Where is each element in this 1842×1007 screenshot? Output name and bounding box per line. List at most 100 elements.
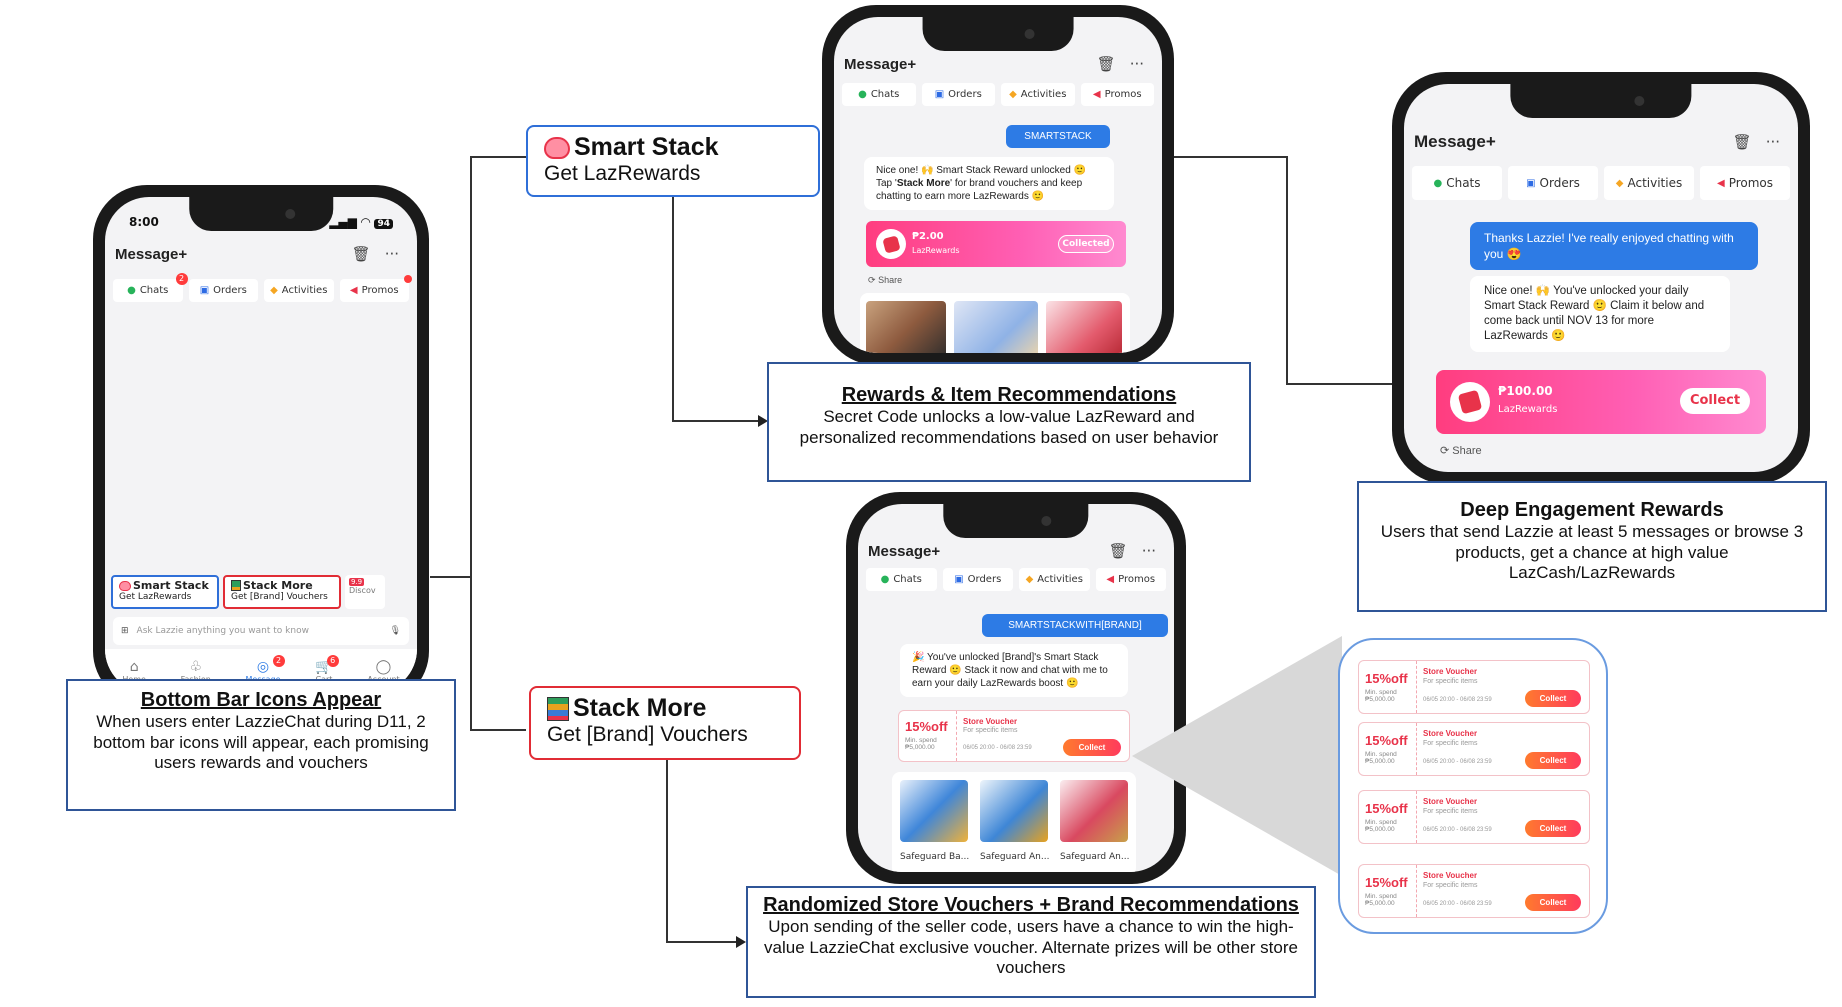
voucher-collect-button[interactable]: Collect [1525, 820, 1581, 837]
lazreward-card: ₱100.00 LazRewards Collect [1436, 370, 1766, 434]
tab-orders[interactable]: ▣Orders [921, 83, 995, 106]
voucher-discount: 15%off [1365, 671, 1408, 686]
connector-from-phone1 [430, 576, 472, 578]
collect-button[interactable]: Collect [1680, 388, 1750, 414]
tab-orders[interactable]: ▣Orders [942, 568, 1013, 591]
bot-message: Nice one! 🙌 You've unlocked your daily S… [1470, 276, 1730, 352]
phone4-header: Message+ 🗑··· [858, 542, 1174, 560]
account-icon: ◯ [375, 658, 392, 675]
lazreward-icon [1450, 382, 1490, 422]
tab-chats[interactable]: ●Chats [1412, 166, 1502, 200]
share-icon: ⟳ [868, 275, 876, 285]
app-title: Message+ [844, 55, 917, 73]
share-icon: ⟳ [1440, 445, 1450, 457]
tab-orders[interactable]: ▣Orders [188, 279, 258, 302]
tab-orders[interactable]: ▣Orders [1508, 166, 1598, 200]
tab-promos[interactable]: ◀Promos [339, 275, 412, 302]
user-message: SMARTSTACK [1006, 125, 1110, 148]
product-name[interactable]: Safeguard An... [1060, 852, 1130, 862]
orders-icon: ▣ [1526, 177, 1536, 189]
connector-to-smartstack [470, 156, 526, 158]
trash-icon[interactable]: 🗑 [1096, 55, 1116, 73]
stack-more-chip[interactable]: Stack More Get [Brand] Vouchers [223, 575, 341, 609]
tab-promos[interactable]: ◀Promos [1095, 568, 1166, 591]
share-link[interactable]: ⟳ Share [1440, 445, 1482, 457]
voucher-title: Store Voucher [963, 717, 1018, 726]
bell-icon: ◆ [1025, 574, 1034, 585]
books-icon [231, 580, 241, 591]
grid-icon[interactable]: ⊞ [121, 626, 129, 636]
megaphone-icon: ◀ [1106, 574, 1115, 585]
connector-to-stackmore [470, 729, 526, 731]
product-recommendations [860, 293, 1130, 353]
orders-icon: ▣ [199, 285, 210, 296]
product-image[interactable] [900, 780, 968, 842]
smart-stack-chip[interactable]: Smart Stack Get LazRewards [111, 575, 219, 609]
phone1-notch [189, 197, 333, 231]
callout-bottom-bar: Bottom Bar Icons Appear When users enter… [66, 679, 456, 811]
phone2-tabs: ●Chats ▣Orders ◆Activities ◀Promos [842, 83, 1154, 106]
voucher-subtitle: For specific items [1423, 740, 1478, 747]
phone3-notch [1510, 84, 1692, 118]
product-name[interactable]: Safeguard An... [980, 852, 1050, 862]
collected-button[interactable]: Collected [1058, 235, 1114, 253]
connector-smartstack-down [672, 195, 674, 421]
product-image[interactable] [866, 301, 946, 353]
chat-input[interactable]: ⊞ Ask Lazzie anything you want to know 🎙 [113, 617, 409, 645]
voucher-date: 06/05 20:00 - 06/08 23:59 [1423, 901, 1492, 907]
product-image[interactable] [1060, 780, 1128, 842]
tab-activities[interactable]: ◆Activities [1001, 83, 1075, 106]
bot-message: 🎉 You've unlocked [Brand]'s Smart Stack … [900, 644, 1128, 697]
phone3-screen: Message+ 🗑··· ●Chats ▣Orders ◆Activities… [1404, 84, 1798, 472]
product-name[interactable]: Safeguard Ba... [900, 852, 970, 862]
message-icon: ◎ [256, 658, 270, 675]
trash-icon[interactable]: 🗑 [1108, 542, 1128, 560]
discover-chip[interactable]: 9.9 Discov [345, 575, 385, 609]
bell-icon: ◆ [270, 285, 278, 296]
phone3-header: Message+ 🗑··· [1404, 132, 1798, 152]
user-message: Thanks Lazzie! I've really enjoyed chatt… [1470, 222, 1758, 271]
more-icon[interactable]: ··· [1141, 542, 1156, 560]
reward-label: LazRewards [912, 246, 960, 255]
voucher-date: 06/05 20:00 - 06/08 23:59 [1423, 827, 1492, 833]
tab-chats[interactable]: ●Chats [842, 83, 916, 106]
phone1-header: Message+ 🗑··· [105, 245, 417, 263]
callout-randomized: Randomized Store Vouchers + Brand Recomm… [746, 886, 1316, 998]
more-icon[interactable]: ··· [1129, 55, 1144, 73]
tab-activities[interactable]: ◆Activities [1604, 166, 1694, 200]
product-image[interactable] [954, 301, 1038, 353]
callout-rewards: Rewards & Item Recommendations Secret Co… [767, 362, 1251, 482]
tab-chats[interactable]: ●Chats [866, 568, 937, 591]
more-icon[interactable]: ··· [384, 245, 399, 263]
tab-activities[interactable]: ◆Activities [1019, 568, 1090, 591]
tab-promos[interactable]: ◀Promos [1080, 83, 1154, 106]
voucher-collect-button[interactable]: Collect [1063, 739, 1121, 756]
voucher-min-spend: Min. spend ₱5,000.00 [1365, 819, 1397, 834]
tab-promos[interactable]: ◀Promos [1700, 166, 1790, 200]
promo-tag: 9.9 [349, 578, 365, 586]
callout-deep-engagement: Deep Engagement Rewards Users that send … [1357, 481, 1827, 612]
lazreward-card: ₱2.00 LazRewards Collected [866, 221, 1126, 267]
more-icon[interactable]: ··· [1765, 133, 1780, 151]
books-icon [547, 696, 569, 721]
tab-activities[interactable]: ◆Activities [264, 279, 334, 302]
message-badge: 2 [272, 654, 285, 667]
share-link[interactable]: ⟳ Share [868, 275, 903, 285]
voucher-collect-button[interactable]: Collect [1525, 690, 1581, 707]
home-icon: ⌂ [129, 658, 139, 675]
mic-icon[interactable]: 🎙 [389, 626, 401, 636]
chat-icon: ● [880, 574, 890, 585]
voucher-collect-button[interactable]: Collect [1525, 894, 1581, 911]
phone-brand-vouchers: Message+ 🗑··· ●Chats ▣Orders ◆Activities… [846, 492, 1186, 884]
bell-icon: ◆ [1009, 89, 1017, 100]
phone2-notch [922, 17, 1074, 51]
trash-icon[interactable]: 🗑 [351, 245, 371, 263]
status-icons: ▂▄▆ ◠ 94 [329, 215, 393, 229]
product-image[interactable] [1046, 301, 1122, 353]
trash-icon[interactable]: 🗑 [1732, 133, 1752, 151]
voucher-collect-button[interactable]: Collect [1525, 752, 1581, 769]
chat-input-placeholder: Ask Lazzie anything you want to know [136, 626, 309, 636]
product-image[interactable] [980, 780, 1048, 842]
